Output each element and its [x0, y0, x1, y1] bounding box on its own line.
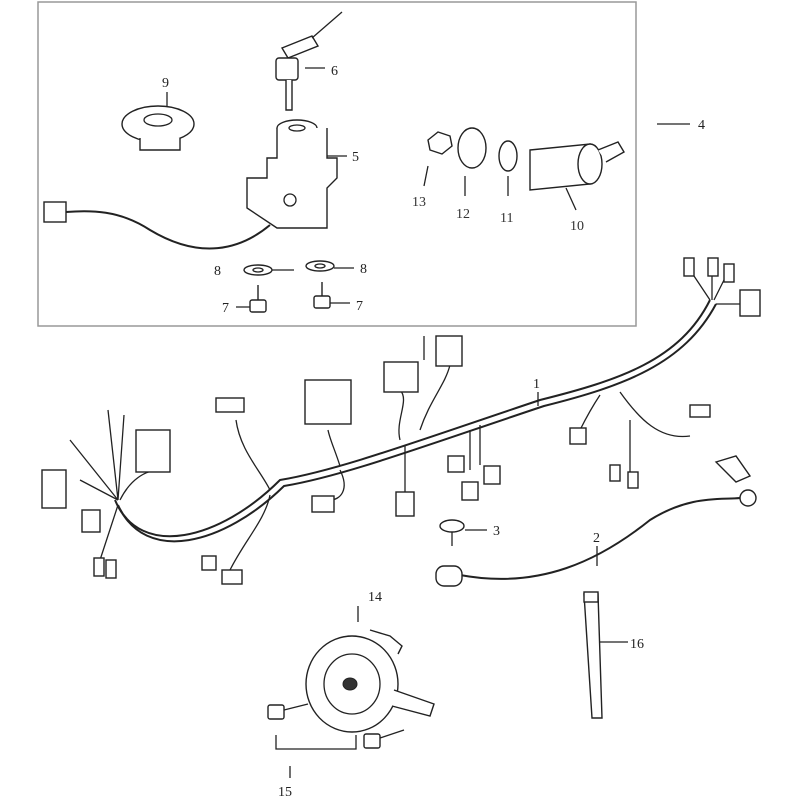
- wire-harness-part: [41, 257, 761, 585]
- callout-5: 5: [352, 150, 359, 165]
- key-part: [275, 11, 343, 111]
- callout-7-right: 7: [356, 299, 363, 314]
- screw-part: [439, 519, 465, 546]
- callout-15: 15: [278, 785, 292, 800]
- callout-2: 2: [593, 531, 600, 546]
- callout-16: 16: [630, 637, 644, 652]
- washers-bolts: [243, 260, 335, 313]
- switch-cover-part: [121, 105, 195, 151]
- callout-6: 6: [331, 64, 338, 79]
- callout-8-right: 8: [360, 262, 367, 277]
- callout-3: 3: [493, 524, 500, 539]
- cable-band-part: [583, 591, 603, 719]
- callout-12: 12: [456, 207, 470, 222]
- callout-4: 4: [698, 118, 705, 133]
- seat-lock-parts: [427, 127, 625, 191]
- callout-1: 1: [533, 377, 540, 392]
- inset-frame: [37, 1, 637, 327]
- callout-7-left: 7: [222, 301, 229, 316]
- callout-9: 9: [162, 76, 169, 91]
- horn-bolts-part: [267, 703, 405, 778]
- callout-11: 11: [500, 211, 513, 226]
- callout-8-left: 8: [214, 264, 221, 279]
- horn-part: [305, 629, 435, 733]
- ignition-switch-part: [43, 119, 338, 250]
- callout-14: 14: [368, 590, 382, 605]
- callout-13: 13: [412, 195, 426, 210]
- battery-cable-part: [435, 455, 757, 587]
- leader-lines: [166, 67, 690, 643]
- callout-10: 10: [570, 219, 584, 234]
